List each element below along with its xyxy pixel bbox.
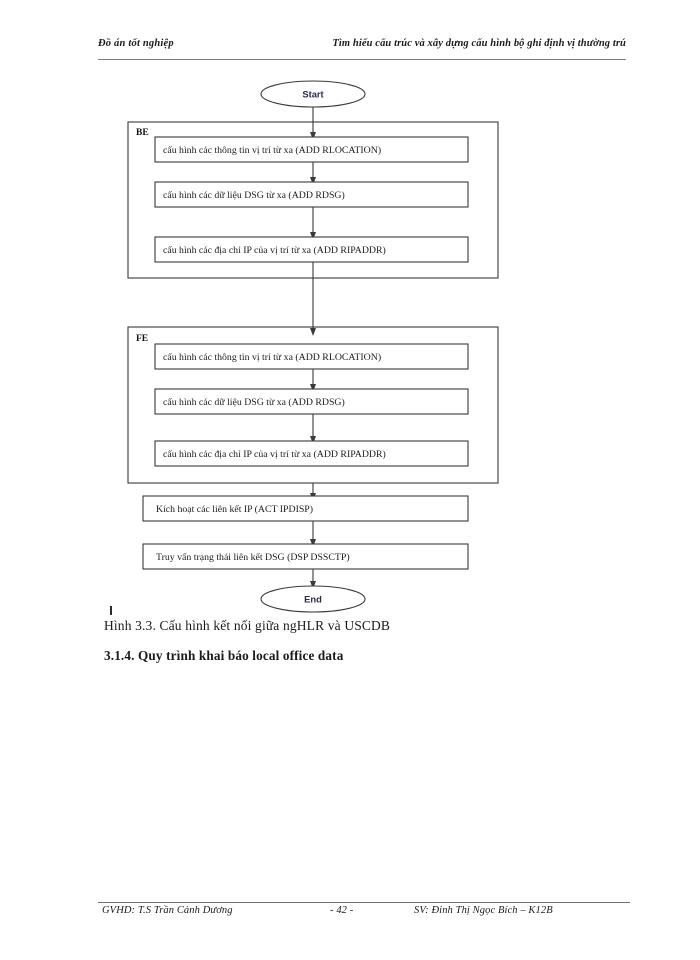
flow-node-fe-step-1: cấu hình các thông tin vị trí từ xa (ADD… bbox=[154, 343, 469, 370]
flow-node-be-step-1: cấu hình các thông tin vị trí từ xa (ADD… bbox=[154, 136, 469, 163]
running-header: Đồ án tốt nghiệp Tìm hiểu cấu trúc và xâ… bbox=[98, 38, 626, 60]
flow-node-fe-step-3-label: cấu hình các địa chỉ IP của vị trí từ xa… bbox=[163, 449, 386, 460]
flow-node-end-label: End bbox=[304, 594, 322, 605]
flow-node-be-step-2: cấu hình các dữ liệu DSG từ xa (ADD RDSG… bbox=[154, 181, 469, 208]
flow-node-activate-ip-links: Kích hoạt các liên kết IP (ACT IPDISP) bbox=[142, 495, 469, 522]
flow-node-fe-step-3: cấu hình các địa chỉ IP của vị trí từ xa… bbox=[154, 440, 469, 467]
footer-student: SV: Đinh Thị Ngọc Bích – K12B bbox=[414, 905, 553, 916]
flow-node-query-dsg-status-label: Truy vấn trạng thái liên kết DSG (DSP DS… bbox=[156, 552, 350, 563]
footer-advisor: GVHD: T.S Trần Cảnh Dương bbox=[102, 905, 233, 916]
flowchart-figure: Start BE cấu hình các thông tin vị trí t… bbox=[127, 80, 499, 613]
header-right-text: Tìm hiểu cấu trúc và xây dựng cấu hình b… bbox=[332, 38, 626, 49]
running-footer: GVHD: T.S Trần Cảnh Dương - 42 - SV: Đin… bbox=[98, 905, 630, 925]
flow-node-query-dsg-status: Truy vấn trạng thái liên kết DSG (DSP DS… bbox=[142, 543, 469, 570]
group-tag-fe: FE bbox=[136, 334, 148, 344]
flow-node-fe-step-2-label: cấu hình các dữ liệu DSG từ xa (ADD RDSG… bbox=[163, 397, 345, 408]
flow-node-fe-step-2: cấu hình các dữ liệu DSG từ xa (ADD RDSG… bbox=[154, 388, 469, 415]
flow-node-be-step-1-label: cấu hình các thông tin vị trí từ xa (ADD… bbox=[163, 145, 381, 156]
flow-node-be-step-3-label: cấu hình các địa chỉ IP của vị trí từ xa… bbox=[163, 245, 386, 256]
header-divider bbox=[98, 59, 626, 60]
flow-node-activate-ip-links-label: Kích hoạt các liên kết IP (ACT IPDISP) bbox=[156, 504, 313, 515]
flow-node-end: End bbox=[260, 585, 366, 613]
footer-divider bbox=[98, 902, 630, 903]
flow-node-start-label: Start bbox=[302, 89, 323, 100]
stray-tick-mark bbox=[110, 606, 112, 615]
flow-node-fe-step-1-label: cấu hình các thông tin vị trí từ xa (ADD… bbox=[163, 352, 381, 363]
figure-caption: Hình 3.3. Cấu hình kết nối giữa ngHLR và… bbox=[104, 618, 391, 633]
header-left-text: Đồ án tốt nghiệp bbox=[98, 38, 174, 49]
flow-node-be-step-3: cấu hình các địa chỉ IP của vị trí từ xa… bbox=[154, 236, 469, 263]
flow-node-start: Start bbox=[260, 80, 366, 108]
group-tag-be: BE bbox=[136, 128, 149, 138]
flow-node-be-step-2-label: cấu hình các dữ liệu DSG từ xa (ADD RDSG… bbox=[163, 190, 345, 201]
section-heading: 3.1.4. Quy trình khai báo local office d… bbox=[104, 648, 344, 663]
footer-page-number: - 42 - bbox=[330, 905, 354, 916]
